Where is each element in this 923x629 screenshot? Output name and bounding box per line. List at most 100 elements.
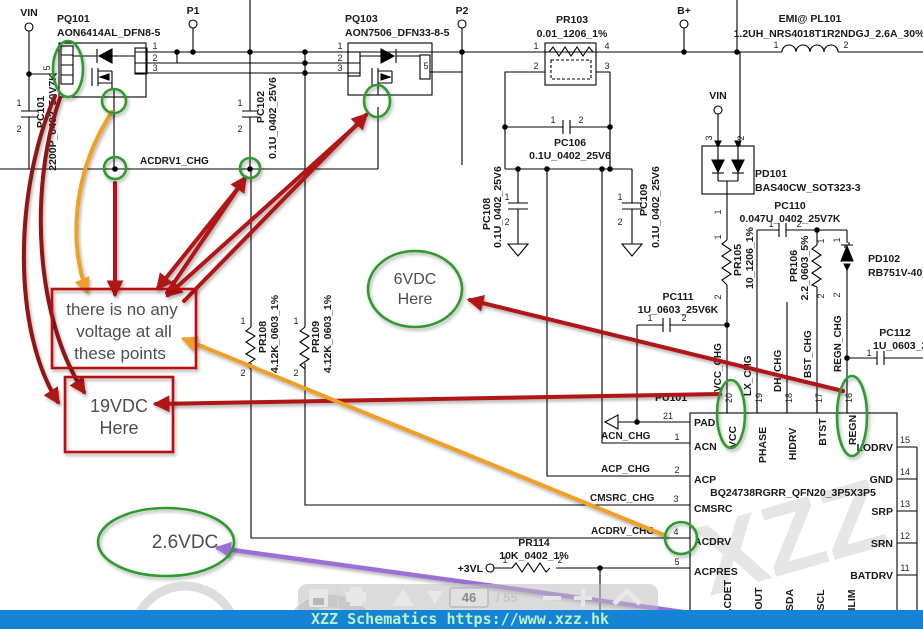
label-bplus: B+ (677, 5, 691, 17)
ic-pin-batdrv: BATDRV (850, 570, 893, 582)
pin-number: 2 (816, 293, 826, 298)
schematic-labels: VIN P1 P2 B+ VIN +3VL PQ101 AON6414AL_DF… (16, 5, 923, 616)
ic-pin-acpres: ACPRES (694, 566, 738, 578)
pin-number: 2 (681, 313, 686, 323)
pin-number: 20 (724, 393, 734, 403)
net-cmsrc-chg: CMSRC_CHG (590, 493, 655, 504)
collapse-toolbar-icon[interactable] (612, 587, 642, 606)
pin-number: 3 (152, 63, 157, 73)
ic-pin-gnd: GND (870, 474, 894, 486)
status-bar-background (0, 610, 923, 629)
zoom-out-icon[interactable] (543, 596, 561, 600)
arrow-red-vcc-to-19vdc (152, 392, 722, 413)
label-pq103-val: AON7506_DFN33-8-5 (345, 27, 450, 39)
ic-pin-btst: BTST (817, 418, 829, 446)
pin-number: 1 (533, 41, 538, 51)
arrow-red-curve-19vdc-2 (21, 94, 60, 405)
page-down-icon[interactable] (427, 591, 443, 604)
pin-number: 2 (796, 219, 801, 229)
toolbar-divider (337, 587, 339, 609)
arrow-red-5 (182, 112, 369, 303)
arrow-red-3 (165, 175, 247, 295)
pin-number: 1 (816, 238, 826, 243)
diode-pd101 (701, 140, 755, 195)
pin-number: 3 (704, 135, 714, 140)
highlight-regn-pin (835, 374, 869, 458)
label-pr106-ref: PR106 (788, 250, 800, 282)
label-pc110-val: 0.047U_0402_25V7K (739, 213, 840, 225)
pin-number: 2 (337, 53, 342, 63)
net-bst-chg: BST_CHG (803, 330, 814, 378)
net-acdrv-chg: ACDRV_CHG (591, 526, 654, 537)
net-acp-chg: ACP_CHG (601, 464, 650, 475)
capacitor-pc101 (21, 110, 37, 118)
capacitor-pc109 (620, 202, 644, 257)
page-number-input[interactable] (449, 587, 489, 608)
label-vin1: VIN (20, 7, 38, 19)
capacitor-pc106 (562, 120, 571, 134)
v6-text-1: 6VDC (394, 271, 437, 288)
save-icon[interactable] (309, 589, 328, 607)
pin-number: 2 (240, 368, 245, 378)
pin-number: 1 (550, 115, 555, 125)
page-current[interactable]: 46 (462, 590, 476, 605)
pin-number: 16 (844, 393, 854, 403)
pin-number: 21 (663, 411, 673, 421)
diode-pd102 (840, 242, 854, 272)
ic-pin-scl: SCL (815, 589, 827, 611)
arrow-orange-acdrv (181, 336, 666, 537)
page-up-icon[interactable] (392, 589, 414, 606)
pin-number: 17 (814, 393, 824, 403)
ic-pin-ilim: ILIM (846, 589, 858, 610)
pin-number: 2 (293, 368, 298, 378)
highlight-pc102-junction (238, 156, 262, 180)
v19-text-1: 19VDC (90, 396, 148, 416)
ic-pin-vcc: VCC (727, 425, 739, 448)
highlight-vcc-pin (715, 378, 747, 450)
pin-number: 1 (240, 316, 245, 326)
label-pd101-val: BAS40CW_SOT323-3 (755, 182, 861, 194)
net-lx-chg: LX_CHG (743, 355, 754, 396)
pin-number: 1 (832, 237, 842, 242)
label-vin2: VIN (709, 90, 727, 102)
pin-number: 1 (866, 348, 871, 358)
pin-number: 1 (152, 41, 157, 51)
resistor-pr114 (511, 562, 551, 573)
ic-pin-cmsrc: CMSRC (694, 503, 733, 515)
pin-number: 1 (617, 192, 622, 202)
arrow-orange-gate (74, 110, 114, 294)
v19-box (63, 375, 175, 454)
pin-number: 2 (237, 124, 242, 134)
ic-pin-iout: IOUT (753, 587, 765, 613)
print-icon[interactable] (346, 587, 366, 606)
label-pu101-val: BQ24738RGRR_QFN20_3P5X3P5 (710, 487, 876, 499)
pin-number: 2 (152, 53, 157, 63)
label-pq103-ref: PQ103 (345, 13, 378, 25)
pin-number: 1 (237, 98, 242, 108)
status-bar: XZZ Schematics https://www.xzz.hk (0, 610, 923, 629)
label-pc111-ref: PC111 (663, 291, 694, 303)
terminal-p1 (188, 19, 198, 29)
label-pd101-ref: PD101 (755, 168, 787, 180)
ic-pin-pad: PAD (694, 417, 716, 429)
ic-pin-acp: ACP (694, 474, 716, 486)
label-pr105-val: 10_1206_1% (744, 226, 756, 289)
annotation-notes: there is no any voltage at all these poi… (50, 271, 437, 553)
pin-number: 1 (337, 41, 342, 51)
components (21, 19, 898, 613)
pin-number: 15 (900, 435, 910, 445)
no-voltage-box (50, 287, 198, 370)
label-pc109-val: 0.1U_0402_25V6 (650, 166, 662, 248)
pin-number: 4 (604, 41, 609, 51)
capacitor-pc111 (662, 318, 671, 332)
pin-number: 1 (16, 98, 21, 108)
pin-number: 2 (713, 294, 723, 299)
pin-number: 2 (617, 217, 622, 227)
zoom-in-icon[interactable] (574, 589, 592, 607)
label-pd102-ref: PD102 (868, 253, 900, 265)
label-pc108-val: 0.1U_0402_25V6 (492, 166, 504, 248)
ic-pin-srn: SRN (871, 538, 893, 550)
label-pr109-val: 4.12K_0603_1% (322, 294, 334, 373)
pin-number: 13 (900, 499, 910, 509)
